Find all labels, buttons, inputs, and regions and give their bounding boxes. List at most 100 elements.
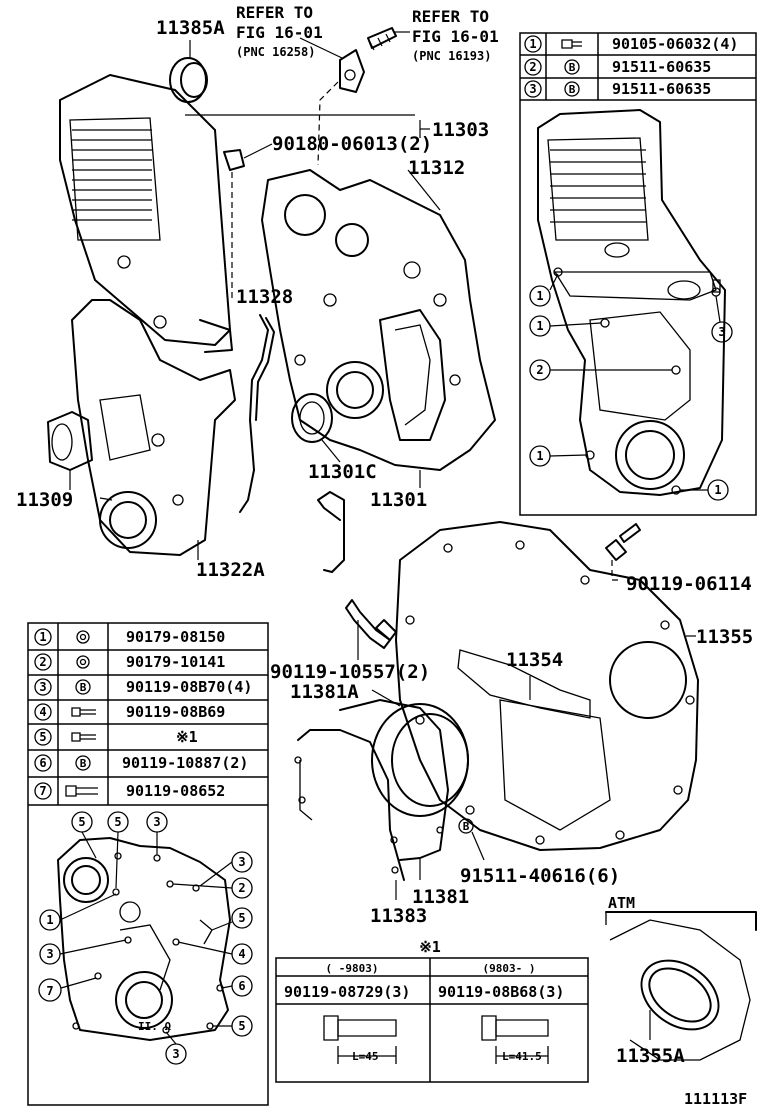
top-callout-6: 1	[680, 479, 729, 501]
svg-text:B: B	[80, 681, 87, 694]
note-table: ※1 ( -9803) (9803- ) 90119-08729(3) 9011…	[275, 938, 589, 1083]
svg-text:4: 4	[238, 947, 245, 961]
top-callout-2: 1	[529, 315, 602, 337]
svg-text:7: 7	[39, 784, 46, 798]
timing-case-plate	[261, 169, 496, 488]
top-row2-num: 2	[529, 60, 536, 74]
svg-text:6: 6	[39, 756, 46, 770]
top-callout-3: 3	[711, 295, 733, 343]
left-box	[27, 622, 269, 1106]
refer-right-pnc: (PNC 16193)	[412, 49, 491, 63]
svg-text:※1: ※1	[176, 728, 198, 746]
svg-text:90119-10887(2): 90119-10887(2)	[122, 754, 248, 772]
svg-text:2: 2	[39, 655, 46, 669]
left-callout-5: 2	[172, 877, 253, 899]
part-labels: 11385A 11303 90180-06013(2) 11312 11328 …	[16, 17, 753, 1067]
svg-text:7: 7	[46, 984, 53, 998]
note-col2-len: L=41.5	[502, 1050, 542, 1063]
svg-text:4: 4	[39, 705, 46, 719]
label-11309: 11309	[16, 489, 73, 511]
svg-text:2: 2	[536, 363, 543, 377]
label-11381A: 11381A	[290, 681, 359, 703]
top-callouts: 1 1 3 2 1 1	[529, 273, 733, 501]
left-table-row-5: 5 ※1	[34, 728, 198, 746]
svg-text:1: 1	[714, 483, 721, 497]
top-table-row-3: 3 B 91511-60635	[524, 80, 711, 98]
svg-text:2: 2	[238, 881, 245, 895]
label-11312: 11312	[408, 157, 465, 179]
left-table-row-6: 6 B 90119-10887(2)	[34, 754, 248, 772]
refer-parts	[299, 27, 410, 166]
top-table-row-1: 1 90105-06032(4)	[524, 35, 738, 53]
top-row2-part: 91511-60635	[612, 58, 711, 76]
note-col1-header: ( -9803)	[326, 962, 379, 975]
left-callout-3: 3	[146, 811, 168, 855]
top-row3-part: 91511-60635	[612, 80, 711, 98]
label-11355: 11355	[696, 626, 753, 648]
svg-text:1: 1	[536, 319, 543, 333]
top-row2-sym: B	[569, 61, 576, 74]
label-11303: 11303	[432, 119, 489, 141]
svg-text:5: 5	[39, 730, 46, 744]
oil-seal-retainer: B	[294, 689, 485, 900]
left-table-row-2: 2 90179-10141	[34, 653, 225, 671]
svg-text:3: 3	[172, 1047, 179, 1061]
top-row3-sym: B	[569, 83, 576, 96]
svg-text:B: B	[80, 757, 87, 770]
left-callout-10: 7	[38, 977, 97, 1002]
svg-text:3: 3	[718, 325, 725, 339]
mini-note: II. Ω	[138, 1020, 171, 1033]
retainer-bolt-sym: B	[463, 820, 470, 833]
label-91511-40616: 91511-40616(6)	[460, 865, 620, 887]
label-11383: 11383	[370, 905, 427, 927]
svg-text:1: 1	[46, 913, 53, 927]
top-right-box	[519, 32, 757, 516]
label-90119-10557: 90119-10557(2)	[270, 661, 430, 683]
left-callout-2: 5	[107, 811, 129, 889]
svg-text:5: 5	[238, 911, 245, 925]
label-11381: 11381	[412, 886, 469, 908]
label-11385A: 11385A	[156, 17, 225, 39]
refer-left-pnc: (PNC 16258)	[236, 45, 315, 59]
left-table-row-7: 7 90119-08652	[34, 782, 225, 800]
svg-text:1: 1	[39, 630, 46, 644]
top-callout-1: 1	[529, 273, 559, 307]
left-callouts: 5 5 3 3 2 1 5	[38, 811, 253, 1065]
refer-right-line1: REFER TO	[412, 7, 489, 26]
top-right-drawing	[537, 109, 726, 496]
top-table: 1 90105-06032(4) 2 B 91511-60635 3 B 915…	[524, 35, 738, 98]
left-callout-7: 5	[211, 907, 253, 931]
label-11328: 11328	[236, 286, 293, 308]
left-callout-1: 5	[71, 811, 97, 859]
hook-bolt	[317, 491, 397, 660]
left-callout-8: 3	[39, 939, 127, 965]
svg-text:5: 5	[114, 815, 121, 829]
note-col2-header: (9803- )	[483, 962, 536, 975]
label-11322A: 11322A	[196, 559, 265, 581]
left-table-row-3: 3 B 90119-08B70(4)	[34, 678, 252, 696]
svg-text:3: 3	[39, 680, 46, 694]
svg-text:5: 5	[78, 815, 85, 829]
note-mark: ※1	[419, 938, 441, 956]
left-callout-6: 1	[39, 893, 117, 931]
left-mini-drawing: II. Ω	[57, 837, 231, 1041]
timing-cover-assembly	[47, 40, 415, 560]
label-atm: ATM	[608, 894, 635, 912]
diagram-id: 111113F	[684, 1090, 747, 1108]
note-col1-part: 90119-08729(3)	[284, 983, 410, 1001]
svg-text:90119-08652: 90119-08652	[126, 782, 225, 800]
top-table-row-2: 2 B 91511-60635	[524, 58, 711, 76]
refer-left-line2: FIG 16-01	[236, 23, 323, 42]
label-90180-06013: 90180-06013(2)	[272, 133, 432, 155]
rear-end-plate	[395, 521, 699, 851]
left-table-row-4: 4 90119-08B69	[34, 703, 225, 721]
top-row3-num: 3	[529, 82, 536, 96]
label-11301C: 11301C	[308, 461, 377, 483]
top-row1-part: 90105-06032(4)	[612, 35, 738, 53]
svg-text:1: 1	[536, 449, 543, 463]
left-table: 1 90179-08150 2 90179-10141 3 B 90119-08…	[34, 628, 252, 800]
svg-text:3: 3	[46, 947, 53, 961]
top-callout-4: 2	[529, 359, 672, 381]
refer-right-line2: FIG 16-01	[412, 27, 499, 46]
